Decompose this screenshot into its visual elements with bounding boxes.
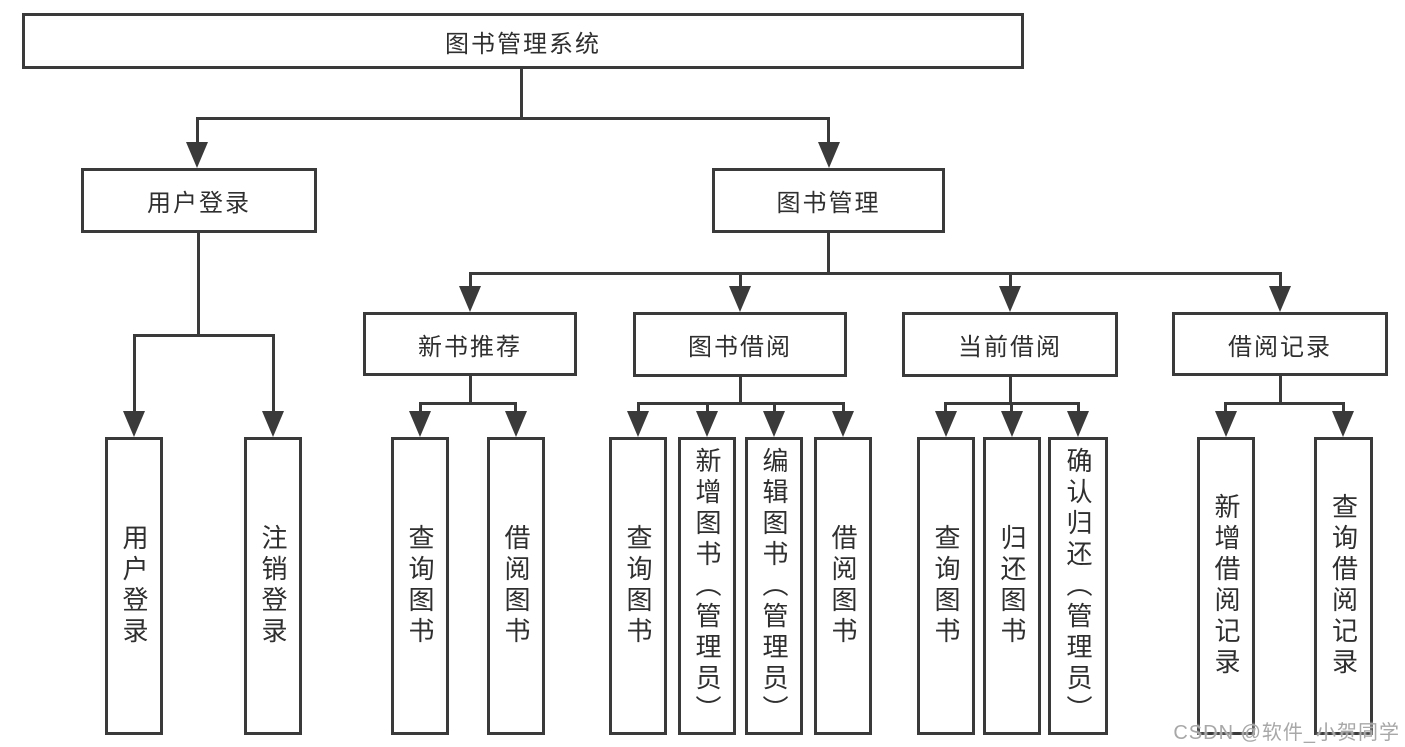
- connector-vline: [773, 402, 776, 416]
- leaf-label: 新增借阅记录: [1211, 493, 1241, 679]
- arrow-down-icon: [999, 286, 1021, 312]
- connector-vline: [1279, 376, 1282, 405]
- arrow-down-icon: [696, 411, 718, 437]
- connector-vline: [1010, 402, 1013, 416]
- leaf-user-login: 用户登录: [105, 437, 163, 735]
- node-label: 新书推荐: [418, 333, 522, 361]
- connector-hline: [469, 272, 1282, 275]
- node-new-book-recommendation: 新书推荐: [363, 312, 577, 376]
- leaf-logout: 注销登录: [244, 437, 302, 735]
- arrow-down-icon: [935, 411, 957, 437]
- arrow-down-icon: [409, 411, 431, 437]
- arrow-down-icon: [186, 142, 208, 168]
- connector-vline: [1279, 272, 1282, 292]
- connector-hline: [419, 402, 517, 405]
- leaf-label: 借阅图书: [501, 524, 531, 648]
- connector-vline: [133, 334, 136, 416]
- leaf-label: 借阅图书: [828, 524, 858, 648]
- connector-hline: [637, 402, 845, 405]
- leaf-label: 查询图书: [405, 524, 435, 648]
- leaf-label: 用户登录: [119, 524, 149, 648]
- arrow-down-icon: [459, 286, 481, 312]
- leaf-label: 编辑图书（管理员）: [759, 446, 789, 726]
- connector-vline: [196, 117, 199, 147]
- connector-vline: [520, 69, 523, 119]
- leaf-label: 查询图书: [931, 524, 961, 648]
- leaf-label: 新增图书（管理员）: [692, 446, 722, 726]
- leaf-add-book-admin: 新增图书（管理员）: [678, 437, 736, 735]
- arrow-down-icon: [1269, 286, 1291, 312]
- connector-hline: [196, 117, 830, 120]
- arrow-down-icon: [123, 411, 145, 437]
- connector-vline: [1342, 402, 1345, 416]
- arrow-down-icon: [832, 411, 854, 437]
- node-library-system: 图书管理系统: [22, 13, 1024, 69]
- connector-vline: [739, 377, 742, 405]
- leaf-edit-book-admin: 编辑图书（管理员）: [745, 437, 803, 735]
- node-book-management: 图书管理: [712, 168, 945, 233]
- leaf-label: 查询借阅记录: [1328, 493, 1359, 679]
- node-borrowing-records: 借阅记录: [1172, 312, 1388, 376]
- node-book-borrowing: 图书借阅: [633, 312, 847, 377]
- connector-vline: [197, 233, 200, 337]
- connector-vline: [706, 402, 709, 416]
- connector-vline: [1009, 377, 1012, 405]
- leaf-query-books-current: 查询图书: [917, 437, 975, 735]
- connector-vline: [514, 402, 517, 416]
- node-label: 用户登录: [147, 190, 251, 217]
- node-current-borrowing: 当前借阅: [902, 312, 1118, 377]
- node-label: 当前借阅: [958, 334, 1062, 361]
- arrow-down-icon: [1332, 411, 1354, 437]
- leaf-label: 归还图书: [997, 524, 1027, 648]
- connector-vline: [637, 402, 640, 416]
- node-label: 图书管理系统: [445, 30, 601, 58]
- leaf-add-borrow-record: 新增借阅记录: [1197, 437, 1255, 735]
- node-label: 图书借阅: [688, 334, 792, 361]
- leaf-return-books: 归还图书: [983, 437, 1041, 735]
- leaf-query-books-newbook: 查询图书: [391, 437, 449, 735]
- leaf-label: 注销登录: [258, 524, 288, 648]
- node-label: 图书管理: [776, 190, 881, 217]
- connector-vline: [827, 117, 830, 147]
- node-label: 借阅记录: [1228, 333, 1332, 361]
- node-user-login: 用户登录: [81, 168, 317, 233]
- arrow-down-icon: [818, 142, 840, 168]
- connector-vline: [469, 376, 472, 405]
- arrow-down-icon: [262, 411, 284, 437]
- connector-hline: [1224, 402, 1345, 405]
- leaf-borrow-books-borrow: 借阅图书: [814, 437, 872, 735]
- arrow-down-icon: [1215, 411, 1237, 437]
- connector-vline: [1224, 402, 1227, 416]
- csdn-watermark: CSDN @软件_小贺同学: [1173, 722, 1400, 744]
- arrow-down-icon: [1001, 411, 1023, 437]
- connector-vline: [827, 233, 830, 275]
- connector-vline: [1077, 402, 1080, 416]
- arrow-down-icon: [729, 286, 751, 312]
- arrow-down-icon: [505, 411, 527, 437]
- leaf-query-books-borrow: 查询图书: [609, 437, 667, 735]
- leaf-query-borrow-record: 查询借阅记录: [1314, 437, 1373, 735]
- connector-vline: [272, 334, 275, 416]
- connector-vline: [469, 272, 472, 292]
- connector-vline: [1009, 272, 1012, 292]
- arrow-down-icon: [763, 411, 785, 437]
- leaf-label: 确认归还（管理员）: [1063, 446, 1093, 726]
- leaf-confirm-return-admin: 确认归还（管理员）: [1048, 437, 1108, 735]
- connector-vline: [419, 402, 422, 416]
- connector-vline: [739, 272, 742, 292]
- leaf-borrow-books-newbook: 借阅图书: [487, 437, 545, 735]
- arrow-down-icon: [1067, 411, 1089, 437]
- connector-vline: [842, 402, 845, 416]
- leaf-label: 查询图书: [623, 524, 653, 648]
- arrow-down-icon: [627, 411, 649, 437]
- connector-hline: [133, 334, 275, 337]
- connector-vline: [944, 402, 947, 416]
